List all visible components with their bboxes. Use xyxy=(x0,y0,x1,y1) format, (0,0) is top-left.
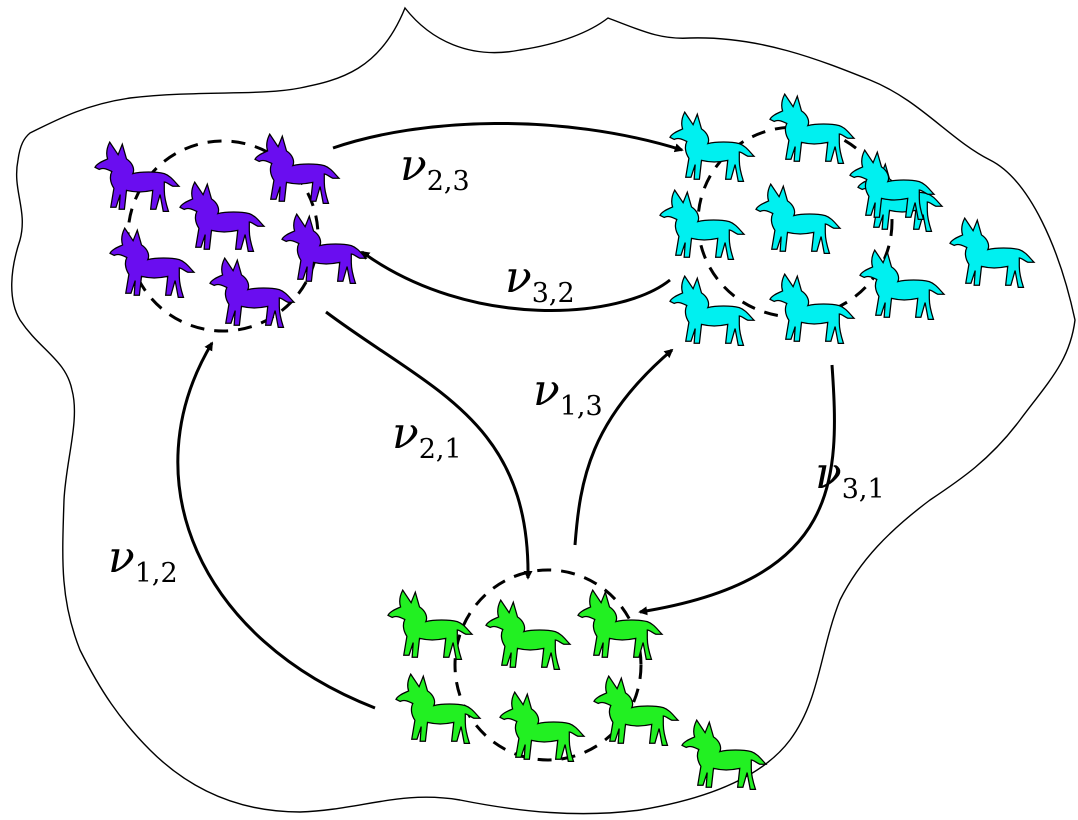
wolf-icon xyxy=(387,589,473,661)
edge-3-2-label: ν3,2 xyxy=(505,252,575,309)
wolf-icon xyxy=(859,249,945,321)
wolf-icon xyxy=(681,719,767,791)
group-3-wolves xyxy=(387,589,767,791)
edge-3-2-arrow xyxy=(360,250,671,312)
wolf-icon xyxy=(179,181,265,253)
group-2-wolves xyxy=(659,93,1035,347)
edge-3-1-label: ν3,1 xyxy=(815,448,885,505)
group-3-boundary xyxy=(453,568,643,762)
edge-2-3-arrow xyxy=(332,121,684,153)
wolf-icon xyxy=(949,217,1035,289)
wolf-icon xyxy=(254,133,340,205)
edge-1-2-arrow xyxy=(176,341,376,710)
wolf-icon xyxy=(769,273,855,345)
edge-2-1-label: ν2,1 xyxy=(392,408,462,465)
wolf-icon xyxy=(281,213,367,285)
edge-3-1-arrow xyxy=(638,364,836,616)
edge-1-3-arrow xyxy=(573,348,674,546)
edge-2-1-arrow xyxy=(325,310,533,580)
edge-1-2-label: ν1,2 xyxy=(108,532,178,589)
wolf-icon xyxy=(395,673,481,745)
wolf-icon xyxy=(669,275,755,347)
group-1-wolves xyxy=(94,133,367,329)
wolf-icon xyxy=(755,183,841,255)
edge-2-3-label: ν2,3 xyxy=(400,140,470,197)
wolf-icon xyxy=(94,141,180,213)
wolf-icon xyxy=(209,257,295,329)
wolf-icon xyxy=(485,599,571,671)
wolf-icon xyxy=(109,227,195,299)
edge-1-3-label: ν1,3 xyxy=(533,365,603,422)
wolf-icon xyxy=(577,589,663,661)
habitat-region xyxy=(11,6,1076,815)
wolf-icon xyxy=(499,691,585,763)
wolf-icon xyxy=(593,675,679,747)
wolf-icon xyxy=(669,111,755,183)
